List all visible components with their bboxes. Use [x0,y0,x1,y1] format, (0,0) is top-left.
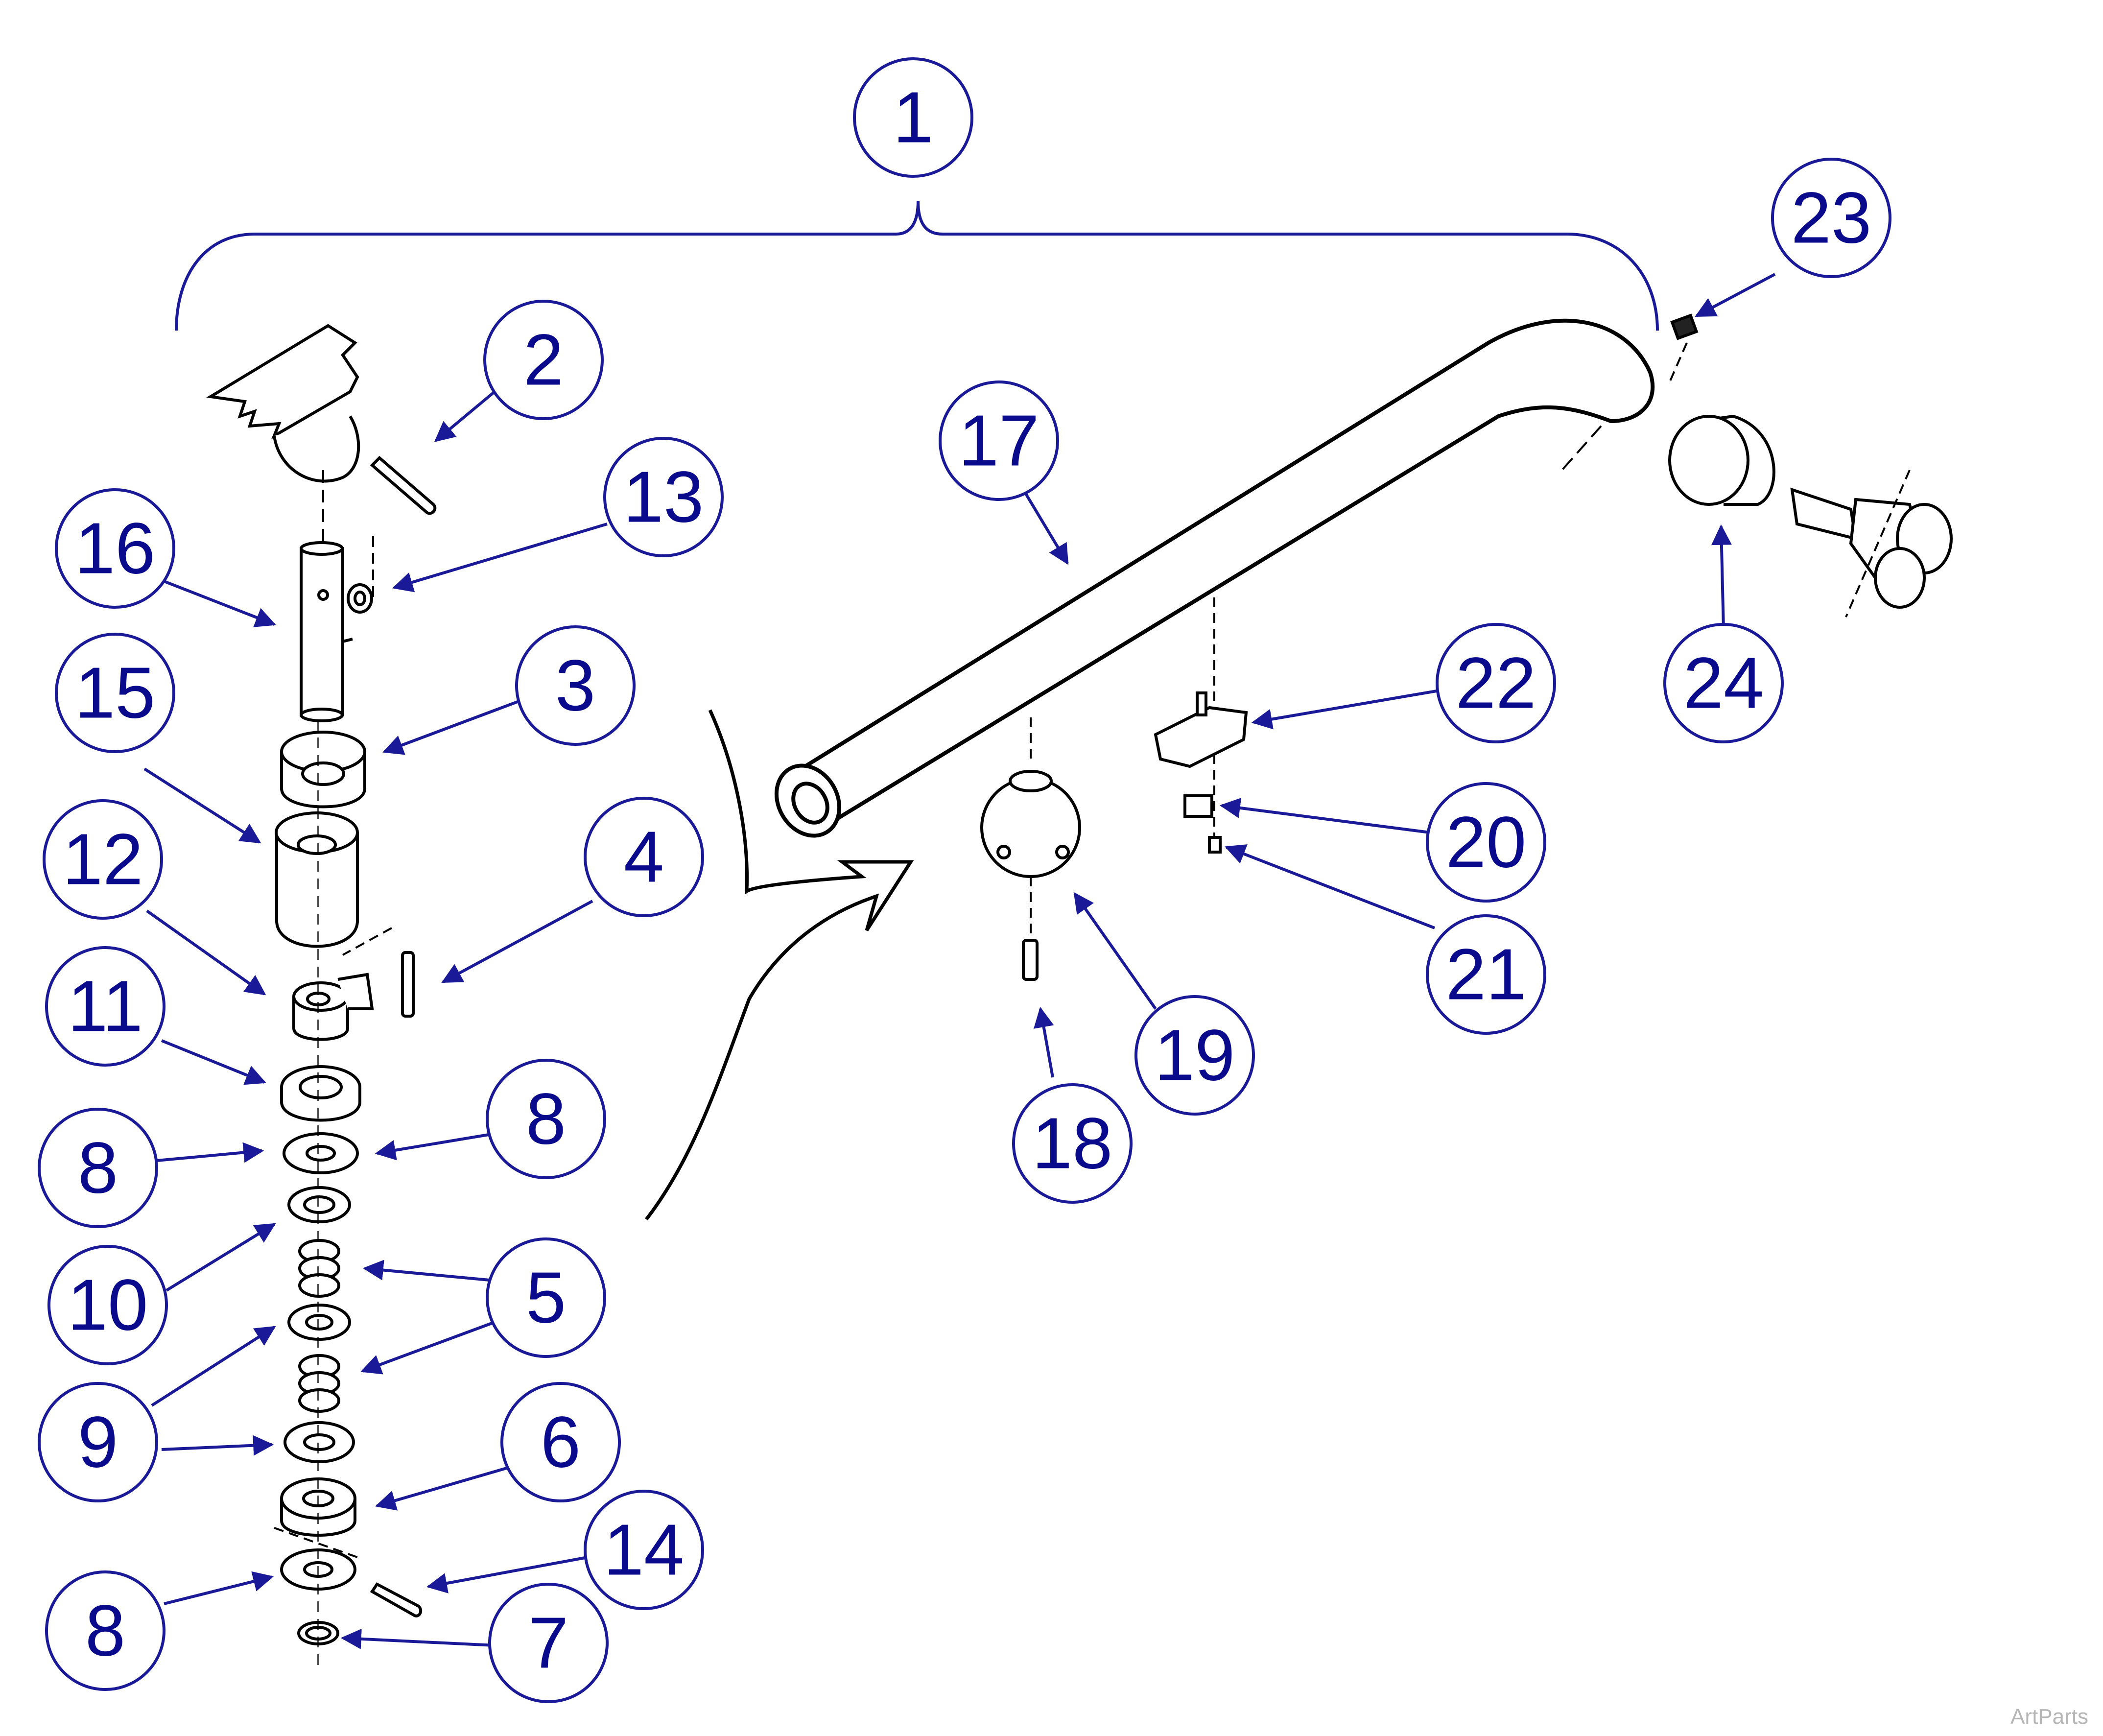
balloon-18: 18 [1012,1083,1133,1204]
balloon-23-label: 23 [1791,178,1872,259]
balloon-7-label: 7 [528,1603,568,1684]
balloon-11-label: 11 [68,966,143,1047]
balloon-15-label: 15 [75,653,156,734]
bearing-11-drawing [280,1065,361,1122]
balloon-24: 24 [1663,623,1784,743]
balloon-20: 20 [1426,782,1546,903]
valve-assembly-drawing [1790,487,1953,609]
balloon-7: 7 [488,1583,609,1703]
clip-20-drawing [1183,794,1213,818]
sleeve-24-drawing [1668,414,1775,506]
balloon-9: 9 [38,1382,158,1502]
balloon-24-label: 24 [1683,643,1764,724]
balloon-8a-label: 8 [526,1079,566,1160]
balloon-6-label: 6 [541,1402,581,1483]
screw-18-drawing [1022,939,1039,981]
pin-14-drawing [370,1582,423,1617]
artparts-watermark: ArtParts [2010,1705,2088,1729]
screw-21-drawing [1208,836,1222,854]
ball-joint-19-drawing [980,770,1081,878]
balloon-21-label: 21 [1446,934,1527,1015]
balloon-19-label: 19 [1155,1015,1235,1096]
balloon-5: 5 [486,1237,606,1358]
housing-15-drawing [275,811,359,948]
latch-22-drawing [1154,691,1248,768]
balloon-11: 11 [45,946,165,1067]
collar-3-drawing [280,731,366,809]
washer-13-drawing [347,583,373,614]
balloon-14: 14 [584,1490,704,1610]
balloon-8b: 8 [38,1108,158,1228]
balloon-1-label: 1 [893,77,933,158]
arm-tube-17-drawing [774,318,1655,838]
balloon-8a: 8 [486,1059,606,1179]
transition-arrow [645,709,914,1221]
balloon-17-label: 17 [959,401,1040,481]
washer-8-upper-drawing [283,1132,359,1174]
balloon-10: 10 [47,1245,168,1365]
balloon-15: 15 [55,633,175,753]
balloon-1: 1 [853,57,973,178]
balloon-8c: 8 [45,1570,165,1691]
cam-12-drawing [292,973,374,1041]
balloon-5-label: 5 [526,1258,566,1338]
set-screw-23-drawing [1670,313,1699,340]
balloon-9-label: 9 [78,1402,118,1483]
balloon-17: 17 [939,380,1059,501]
balloon-12-label: 12 [63,819,143,900]
pin-2-drawing [370,455,437,515]
balloon-16: 16 [55,488,175,609]
pin-4-drawing [401,951,415,1018]
balloon-13-label: 13 [623,457,704,538]
balloon-6: 6 [500,1382,621,1502]
balloon-8c-label: 8 [85,1591,125,1671]
balloon-10-label: 10 [68,1265,148,1346]
leader-lines [143,273,1776,1649]
balloon-18-label: 18 [1032,1103,1113,1184]
assembly-bracket [175,200,1659,331]
balloon-13: 13 [603,437,724,557]
balloon-22: 22 [1436,623,1556,743]
balloon-23: 23 [1771,158,1891,278]
balloon-3-label: 3 [555,645,595,726]
balloon-14-label: 14 [604,1510,685,1591]
mounting-bracket [206,324,360,483]
balloon-2: 2 [483,300,604,420]
balloon-19: 19 [1134,995,1255,1116]
balloon-2-label: 2 [523,320,564,401]
balloon-3: 3 [515,625,636,746]
balloon-16-label: 16 [75,508,156,589]
shaft-16-drawing [300,541,353,722]
balloon-21: 21 [1426,914,1546,1035]
balloon-4-label: 4 [624,817,664,898]
balloon-20-label: 20 [1446,802,1527,883]
balloon-8b-label: 8 [78,1128,118,1209]
balloon-22-label: 22 [1456,643,1536,724]
balloon-4: 4 [584,797,704,917]
balloon-12: 12 [43,799,163,920]
